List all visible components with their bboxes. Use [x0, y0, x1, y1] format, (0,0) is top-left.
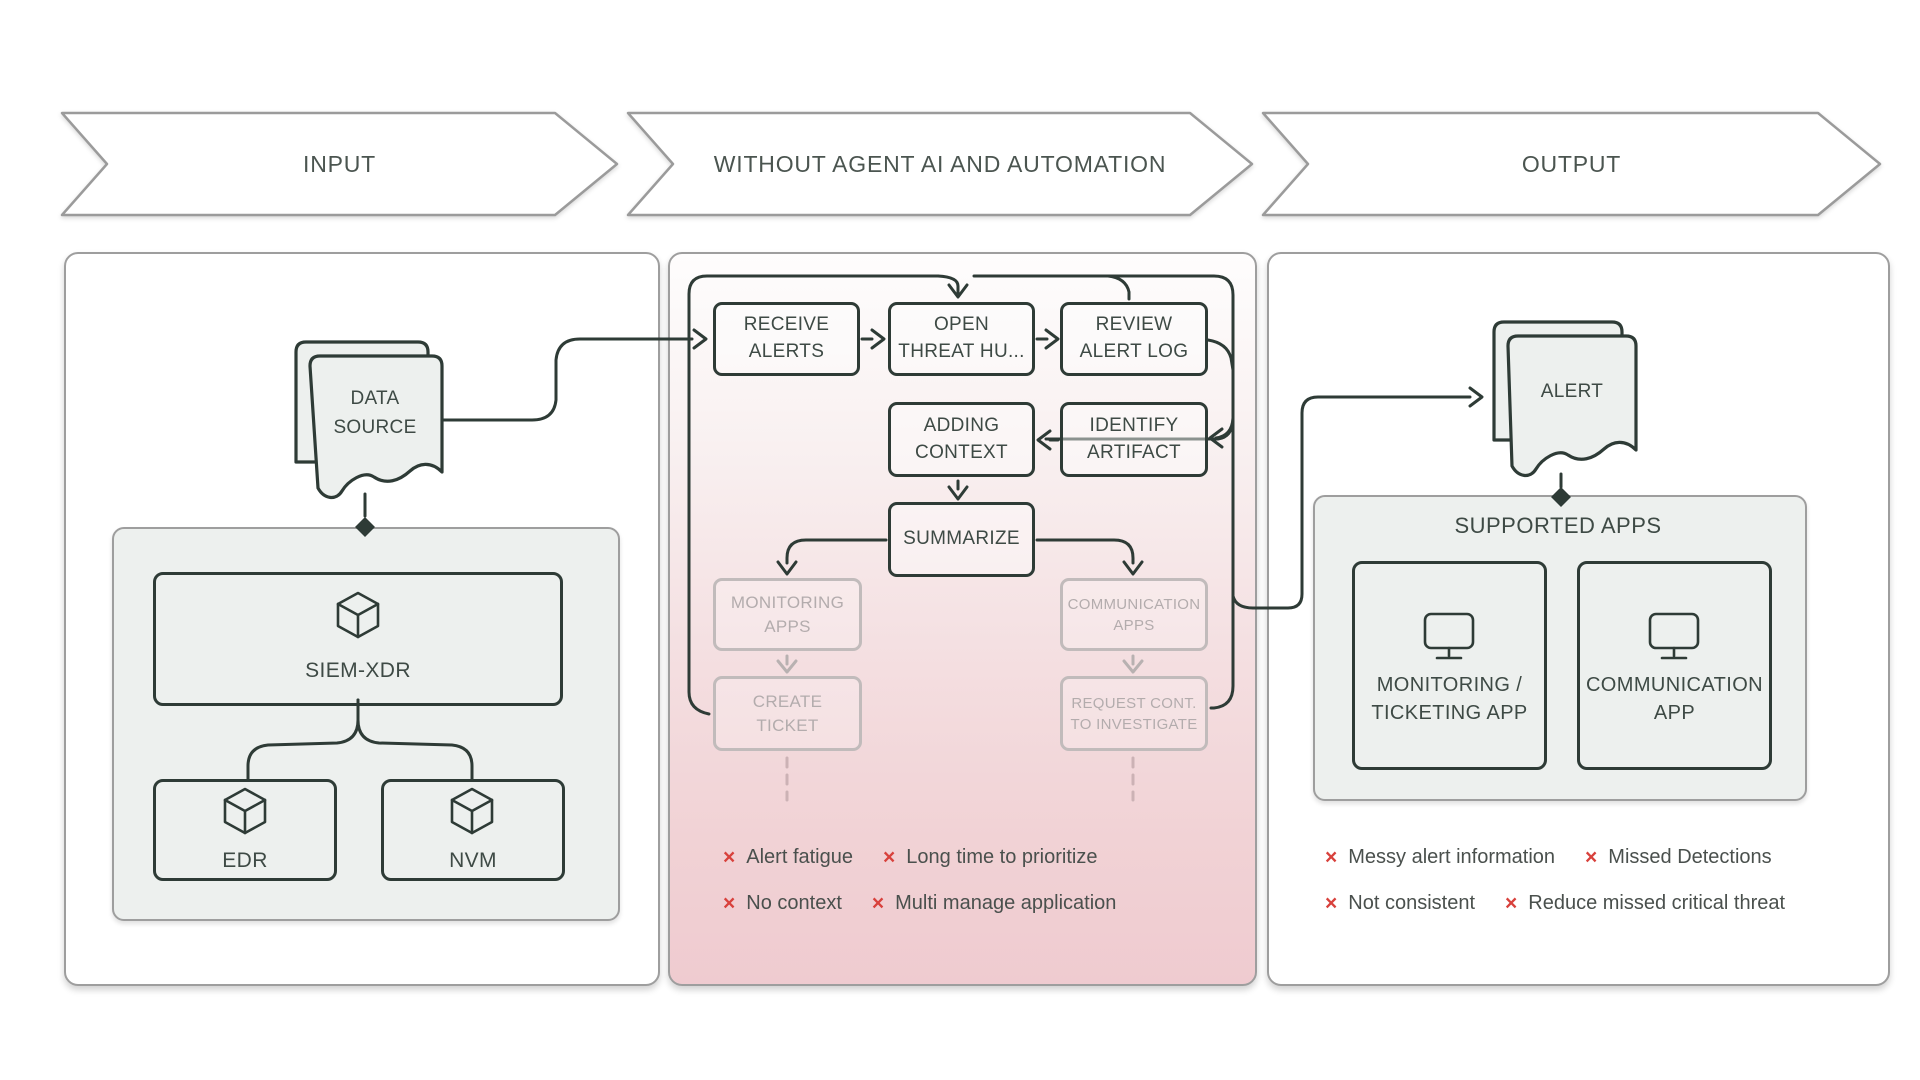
issue-label: Reduce missed critical threat: [1528, 892, 1786, 914]
cube-icon-spacer: [335, 598, 381, 644]
node-create-ticket: CREATE TICKET: [713, 676, 862, 751]
issue-item: × Reduce missed critical threat: [1505, 892, 1785, 915]
x-icon: ×: [723, 892, 736, 915]
issue-item: × Multi manage application: [872, 892, 1117, 915]
monitoring-ticketing-app-box: MONITORING / TICKETING APP: [1352, 561, 1547, 770]
x-icon: ×: [1585, 846, 1598, 869]
x-icon: ×: [871, 892, 885, 915]
communication-app-box: COMMUNICATION APP: [1577, 561, 1772, 770]
monitor-icon-spacer: [1649, 605, 1701, 655]
nvm-label: NVM: [449, 849, 497, 873]
issue-label: Missed Detections: [1608, 846, 1772, 868]
issue-item: × Messy alert information: [1325, 846, 1555, 869]
nvm-box: NVM: [381, 779, 565, 881]
node-request-investigate: REQUEST CONT. TO INVESTIGATE: [1060, 676, 1208, 751]
issue-label: Messy alert information: [1348, 846, 1556, 868]
x-icon: ×: [1325, 846, 1338, 869]
issue-label: Alert fatigue: [746, 846, 853, 868]
issue-label: Not consistent: [1348, 892, 1475, 914]
issue-item: × Not consistent: [1325, 892, 1475, 915]
issue-item: × Missed Detections: [1585, 846, 1772, 869]
edr-label: EDR: [222, 849, 268, 873]
output-issues-row-2: × Not consistent × Reduce missed critica…: [1325, 892, 1785, 915]
siem-xdr-label: SIEM-XDR: [305, 659, 411, 683]
cube-icon-spacer: [450, 788, 496, 834]
issue-label: Long time to prioritize: [906, 846, 1098, 868]
node-adding-context: ADDING CONTEXT: [888, 402, 1035, 477]
node-receive-alerts: RECEIVE ALERTS: [713, 302, 860, 376]
node-communication-apps: COMMUNICATION APPS: [1060, 578, 1208, 651]
issue-item: × Long time to prioritize: [883, 846, 1097, 869]
x-icon: ×: [1325, 892, 1338, 915]
siem-xdr-box: SIEM-XDR: [153, 572, 563, 706]
node-monitoring-apps: MONITORING APPS: [713, 578, 862, 651]
edr-box: EDR: [153, 779, 337, 881]
issue-label: Multi manage application: [895, 892, 1117, 914]
middle-banner-label: WITHOUT AGENT AI AND AUTOMATION: [713, 151, 1167, 177]
communication-app-label: COMMUNICATION APP: [1585, 673, 1764, 724]
input-banner-label: INPUT: [303, 151, 376, 177]
supported-apps-title: SUPPORTED APPS: [1454, 513, 1662, 538]
cube-icon-spacer: [222, 788, 268, 834]
middle-issues-row-1: × Alert fatigue × Long time to prioritiz…: [723, 846, 1097, 869]
middle-issues-row-2: × No context × Multi manage application: [723, 892, 1116, 915]
node-summarize: SUMMARIZE: [888, 502, 1035, 577]
node-identify-artifact: IDENTIFY ARTIFACT: [1060, 402, 1208, 477]
issue-item: × Alert fatigue: [723, 846, 853, 869]
output-banner-label: OUTPUT: [1521, 151, 1622, 177]
issue-label: No context: [746, 892, 842, 914]
monitor-icon-spacer: [1424, 605, 1476, 655]
x-icon: ×: [1505, 892, 1518, 915]
node-review-alert-log: REVIEW ALERT LOG: [1060, 302, 1208, 376]
output-issues-row-1: × Messy alert information × Missed Detec…: [1325, 846, 1772, 869]
data-source-label: DATA SOURCE: [333, 388, 417, 438]
x-icon: ×: [883, 846, 896, 869]
monitoring-app-label: MONITORING / TICKETING APP: [1371, 673, 1528, 724]
issue-item: × No context: [723, 892, 842, 915]
alert-label: ALERT: [1540, 381, 1604, 402]
x-icon: ×: [723, 846, 736, 869]
node-open-threat-hunt: OPEN THREAT HU...: [888, 302, 1035, 376]
